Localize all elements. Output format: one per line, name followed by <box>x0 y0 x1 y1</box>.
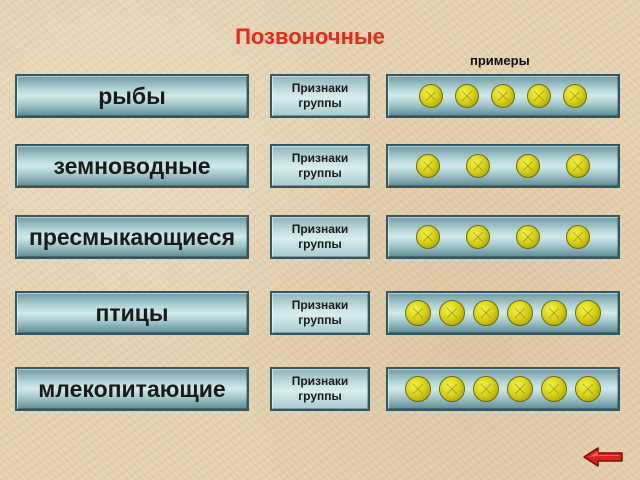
group-label: пресмыкающиеся <box>28 223 236 250</box>
examples-panel-mammals <box>386 367 620 411</box>
examples-panel-amphibians <box>386 144 620 188</box>
examples-header: примеры <box>470 53 530 68</box>
example-dot-icon[interactable] <box>455 84 479 108</box>
example-dot-icon[interactable] <box>541 300 567 326</box>
example-dot-icon[interactable] <box>405 376 431 402</box>
examples-panel-reptiles <box>386 215 620 259</box>
example-dot-icon[interactable] <box>566 225 590 249</box>
back-arrow-icon <box>583 447 623 467</box>
example-dot-icon[interactable] <box>439 300 465 326</box>
example-dot-icon[interactable] <box>466 225 490 249</box>
group-label: рыбы <box>98 82 166 109</box>
example-dot-icon[interactable] <box>466 154 490 178</box>
group-button-amphibians[interactable]: земноводные <box>15 144 249 188</box>
example-dot-icon[interactable] <box>566 154 590 178</box>
example-dot-icon[interactable] <box>473 376 499 402</box>
example-dot-icon[interactable] <box>575 300 601 326</box>
example-dot-icon[interactable] <box>527 84 551 108</box>
group-button-reptiles[interactable]: пресмыкающиеся <box>15 215 249 259</box>
back-button[interactable] <box>582 446 626 468</box>
group-button-mammals[interactable]: млекопитающие <box>15 367 249 411</box>
group-label: млекопитающие <box>38 375 226 402</box>
group-label: птицы <box>95 299 169 326</box>
group-label: земноводные <box>53 152 211 179</box>
examples-panel-birds <box>386 291 620 335</box>
example-dot-icon[interactable] <box>575 376 601 402</box>
group-button-birds[interactable]: птицы <box>15 291 249 335</box>
example-dot-icon[interactable] <box>416 154 440 178</box>
example-dot-icon[interactable] <box>516 225 540 249</box>
example-dot-icon[interactable] <box>516 154 540 178</box>
example-dot-icon[interactable] <box>507 300 533 326</box>
example-dot-icon[interactable] <box>473 300 499 326</box>
example-dot-icon[interactable] <box>416 225 440 249</box>
example-dot-icon[interactable] <box>405 300 431 326</box>
group-button-fish[interactable]: рыбы <box>15 74 249 118</box>
example-dot-icon[interactable] <box>491 84 515 108</box>
example-dot-icon[interactable] <box>563 84 587 108</box>
example-dot-icon[interactable] <box>507 376 533 402</box>
example-dot-icon[interactable] <box>439 376 465 402</box>
example-dot-icon[interactable] <box>541 376 567 402</box>
example-dot-icon[interactable] <box>419 84 443 108</box>
examples-panel-fish <box>386 74 620 118</box>
page-title: Позвоночные <box>235 24 385 49</box>
